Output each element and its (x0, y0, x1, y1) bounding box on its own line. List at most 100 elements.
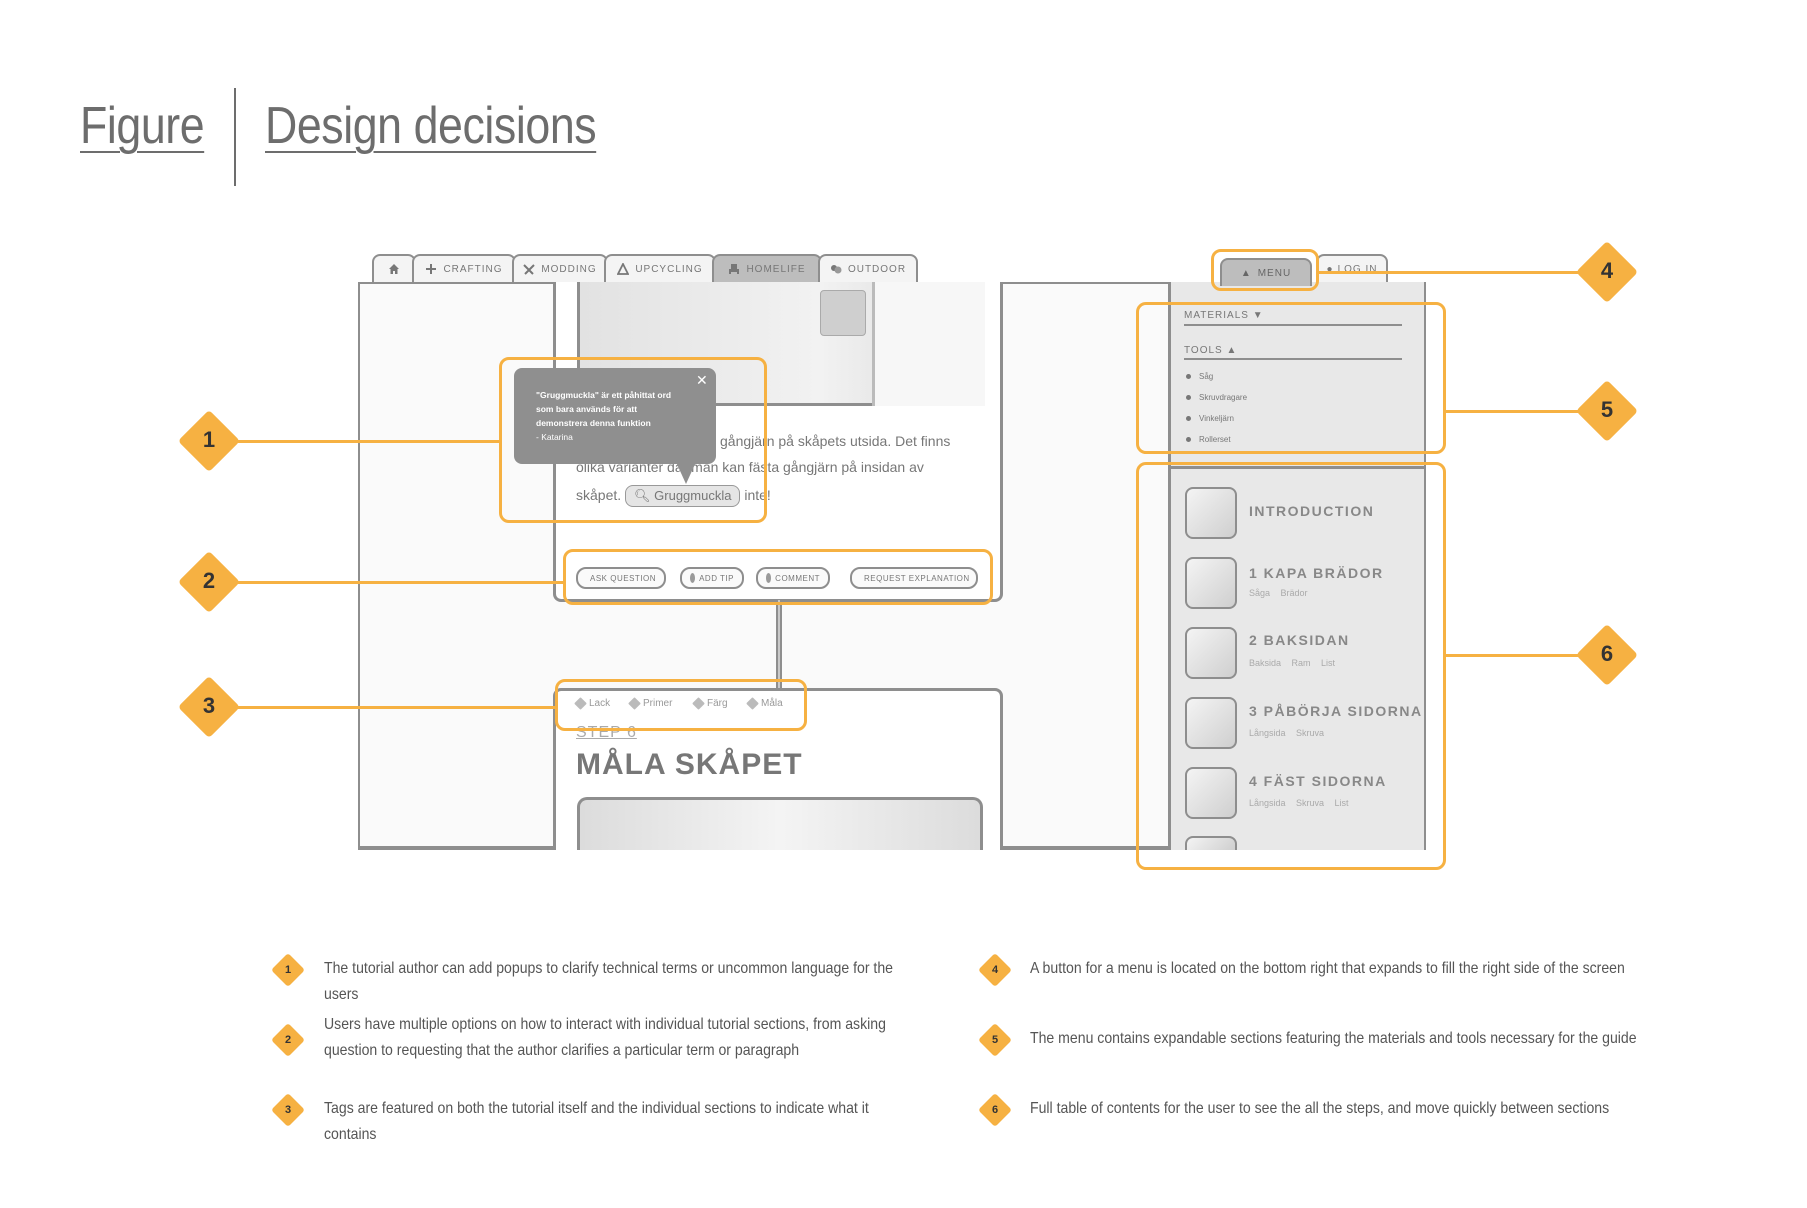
modding-icon (523, 264, 536, 275)
toc-item-thumbnail[interactable] (1185, 487, 1237, 539)
chevron-down-icon: ▼ (1252, 310, 1264, 321)
toc-item-title[interactable]: 2 BAKSIDAN (1249, 632, 1350, 648)
toc-item-thumbnail[interactable] (1185, 557, 1237, 609)
materials-label: MATERIALS (1184, 310, 1249, 321)
section-connector (776, 600, 782, 690)
callout-line-1 (236, 440, 500, 443)
legend-number-2: 2 (284, 1034, 292, 1046)
callout-box-3 (555, 679, 807, 731)
tool-item: Rollerset (1186, 435, 1231, 444)
chevron-up-icon: ▲ (1240, 267, 1252, 279)
request-explanation-button[interactable]: REQUEST EXPLANATION (850, 567, 978, 589)
tab-homelife-label: HOMELIFE (746, 263, 806, 275)
comment-label: COMMENT (775, 573, 820, 583)
upcycling-icon (617, 263, 630, 275)
popup-line2: som bara används för att (536, 404, 638, 414)
tool-label: Såg (1199, 372, 1214, 381)
tool-item: Vinkeljärn (1186, 414, 1234, 423)
tag-farg[interactable]: Färg (692, 697, 728, 710)
tag-primer[interactable]: Primer (628, 697, 672, 710)
tab-outdoor[interactable]: OUTDOOR (818, 254, 918, 282)
menu-button-label: MENU (1257, 267, 1292, 279)
homelife-icon (729, 264, 740, 274)
menu-button[interactable]: ▲ MENU (1220, 258, 1312, 286)
section-text-pre: skåpet. (576, 487, 622, 503)
callout-line-3 (236, 706, 556, 709)
callout-number-2: 2 (202, 568, 216, 593)
tip-icon (690, 573, 696, 583)
tab-upcycling-label: UPCYCLING (635, 263, 703, 275)
toc-item-tags: Långsida Skruva List (1249, 798, 1349, 808)
tool-item: Såg (1186, 372, 1213, 381)
add-tip-button[interactable]: ADD TIP (680, 567, 744, 589)
tag-mala[interactable]: Måla (746, 697, 783, 710)
crafting-icon (426, 264, 437, 274)
bullet-icon (1186, 374, 1191, 379)
outdoor-icon (830, 265, 842, 274)
callout-box-2 (563, 549, 993, 605)
ask-question-button[interactable]: ASK QUESTION (576, 567, 666, 589)
tab-home[interactable] (372, 254, 416, 282)
legend-text-2: Users have multiple options on how to in… (324, 1016, 886, 1059)
photo-hinge (820, 290, 866, 336)
page-title: Design decisions (265, 97, 597, 155)
toc-item-thumbnail[interactable] (1185, 627, 1237, 679)
tab-crafting[interactable]: CRAFTING (412, 254, 516, 282)
photo-cabinet-door (872, 282, 985, 406)
callout-box-5 (1136, 302, 1446, 454)
tag-label: Måla (761, 698, 783, 709)
toc-item-title[interactable]: 4 FÄST SIDORNA (1249, 773, 1387, 789)
tab-modding-label: MODDING (541, 263, 597, 275)
request-explanation-label: REQUEST EXPLANATION (864, 573, 970, 583)
legend-number-6: 6 (991, 1104, 999, 1116)
materials-toggle[interactable]: MATERIALS ▼ (1184, 310, 1264, 321)
bullet-icon (1186, 416, 1191, 421)
step-title: MÅLA SKÅPET (576, 748, 803, 781)
close-icon[interactable]: ✕ (696, 372, 708, 388)
user-icon: ● (1326, 263, 1334, 275)
bullet-icon (1186, 437, 1191, 442)
legend-text-4: A button for a menu is located on the bo… (1030, 960, 1625, 977)
legend-text-6: Full table of contents for the user to s… (1030, 1100, 1610, 1117)
tab-upcycling[interactable]: UPCYCLING (604, 254, 716, 282)
tools-label: TOOLS (1184, 345, 1223, 356)
tool-label: Rollerset (1199, 435, 1231, 444)
toc-item-tags: Baksida Ram List (1249, 658, 1336, 668)
legend-number-3: 3 (284, 1104, 292, 1116)
legend-text-1: The tutorial author can add popups to cl… (324, 960, 894, 1003)
step-photo (577, 797, 983, 850)
tool-label: Vinkeljärn (1199, 414, 1234, 423)
toc-item-thumbnail[interactable] (1185, 836, 1237, 850)
toc-item-tags: Långsida Skruva (1249, 728, 1325, 738)
term-chip[interactable]: 🔍︎ Gruggmuckla (625, 485, 741, 507)
toc-item-title[interactable]: 1 KAPA BRÄDOR (1249, 565, 1384, 581)
home-icon (389, 264, 399, 274)
tool-item: Skruvdragare (1186, 393, 1247, 402)
toc-item-thumbnail[interactable] (1185, 767, 1237, 819)
popup-line3: demonstrera denna funktion (536, 418, 651, 428)
login-button[interactable]: ●LOG IN (1316, 254, 1388, 282)
popup-author: - Katarina (536, 432, 573, 442)
callout-number-1: 1 (202, 427, 216, 452)
callout-line-2 (236, 581, 564, 584)
tools-toggle[interactable]: TOOLS ▲ (1184, 345, 1237, 356)
tools-divider (1184, 358, 1402, 360)
toc-item-title[interactable]: 3 PÅBÖRJA SIDORNA (1249, 703, 1423, 719)
comment-button[interactable]: COMMENT (756, 567, 830, 589)
callout-box-4 (1211, 249, 1319, 291)
ask-question-label: ASK QUESTION (590, 573, 657, 583)
popup-line1: "Gruggmuckla" är ett påhittat ord (536, 390, 672, 400)
tool-label: Skruvdragare (1199, 393, 1248, 402)
tag-label: Färg (707, 698, 728, 709)
toc-item-title[interactable]: INTRODUCTION (1249, 503, 1375, 519)
tag-label: Lack (589, 698, 611, 709)
callout-number-3: 3 (202, 693, 216, 718)
legend-number-4: 4 (991, 964, 999, 976)
tab-crafting-label: CRAFTING (443, 263, 503, 275)
tab-homelife[interactable]: HOMELIFE (712, 254, 822, 282)
legend-number-5: 5 (991, 1034, 999, 1046)
tag-lack[interactable]: Lack (574, 697, 611, 710)
callout-line-5 (1446, 410, 1589, 413)
toc-item-thumbnail[interactable] (1185, 697, 1237, 749)
tab-modding[interactable]: MODDING (512, 254, 608, 282)
